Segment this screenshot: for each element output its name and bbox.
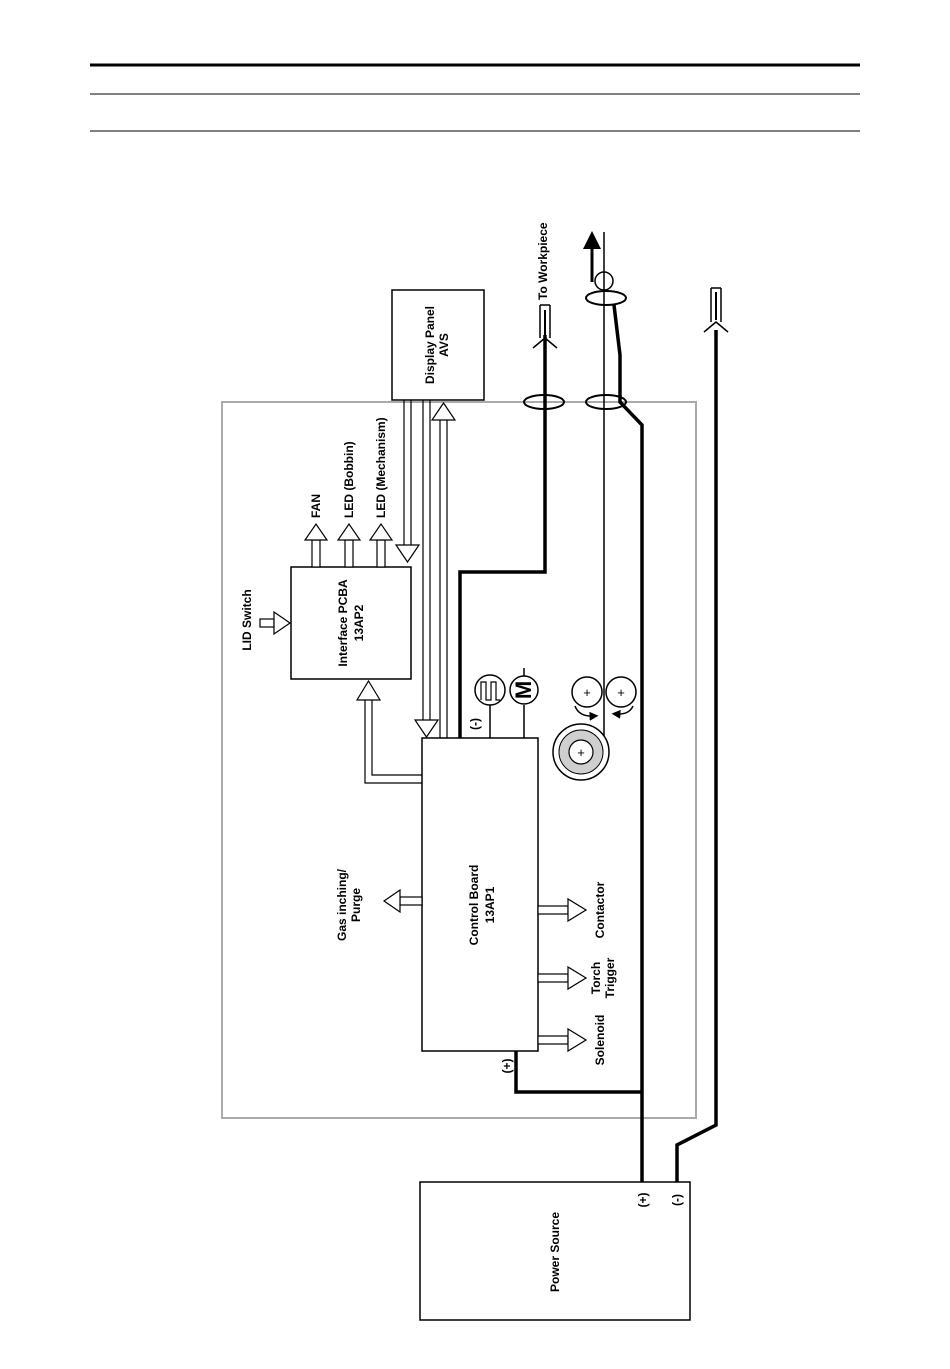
torch-trigger-sublabel: Trigger: [603, 957, 617, 998]
display-panel-label: Display Panel: [423, 306, 437, 384]
control-board-negative-terminal: (-): [468, 718, 482, 730]
to-workpiece-label: To Workpiece: [536, 222, 550, 300]
torch-trigger-input-arrow: [538, 967, 586, 989]
negative-clamp-icon: [704, 288, 728, 332]
contactor-output-arrow: [538, 899, 586, 921]
interface-pcba-label: Interface PCBA: [336, 579, 350, 667]
lid-switch-input-arrow: [260, 612, 290, 634]
control-board-label: Control Board: [467, 865, 481, 946]
positive-cable: [614, 305, 642, 1182]
gas-purge-sublabel: Purge: [349, 888, 363, 922]
motor-symbol: M: [511, 681, 536, 699]
led-bobbin-output-arrow: [338, 524, 360, 567]
control-positive-lead: [516, 1051, 642, 1092]
torch-ferrite-top: [586, 291, 626, 305]
solenoid-output-arrow: [538, 1029, 586, 1051]
contactor-label: Contactor: [593, 881, 607, 938]
power-source-label: Power Source: [548, 1212, 562, 1292]
control-board-sublabel: 13AP1: [483, 886, 497, 923]
led-mechanism-output-arrow: [370, 524, 392, 567]
solenoid-label: Solenoid: [593, 1015, 607, 1066]
led-mechanism-label: LED (Mechanism): [374, 417, 388, 518]
power-negative-terminal: (-): [670, 1194, 684, 1206]
lid-switch-label: LID Switch: [240, 589, 254, 650]
control-board-positive-terminal: (+): [500, 1058, 514, 1073]
fan-label: FAN: [309, 494, 323, 518]
power-positive-terminal: (+): [636, 1192, 650, 1207]
gas-purge-label: Gas inching/: [335, 868, 349, 941]
interface-pcba-sublabel: 13AP2: [352, 604, 366, 641]
display-panel-sublabel: AVS: [437, 333, 451, 357]
interface-pcba-box: [291, 567, 411, 679]
display-to-interface-arrow: [396, 545, 419, 562]
drive-roller-right-plus: +: [617, 685, 625, 700]
wire-spool-plus: +: [577, 745, 585, 760]
gas-purge-output-arrow: [384, 890, 422, 912]
drive-roller-left-plus: +: [583, 685, 591, 700]
display-to-control-arrow: [415, 720, 438, 737]
control-to-display-arrow: [432, 403, 455, 420]
control-to-interface-arrow: [357, 681, 380, 700]
led-bobbin-label: LED (Bobbin): [342, 441, 356, 518]
torch-trigger-label: Torch: [589, 962, 603, 994]
fan-output-arrow: [305, 524, 327, 567]
